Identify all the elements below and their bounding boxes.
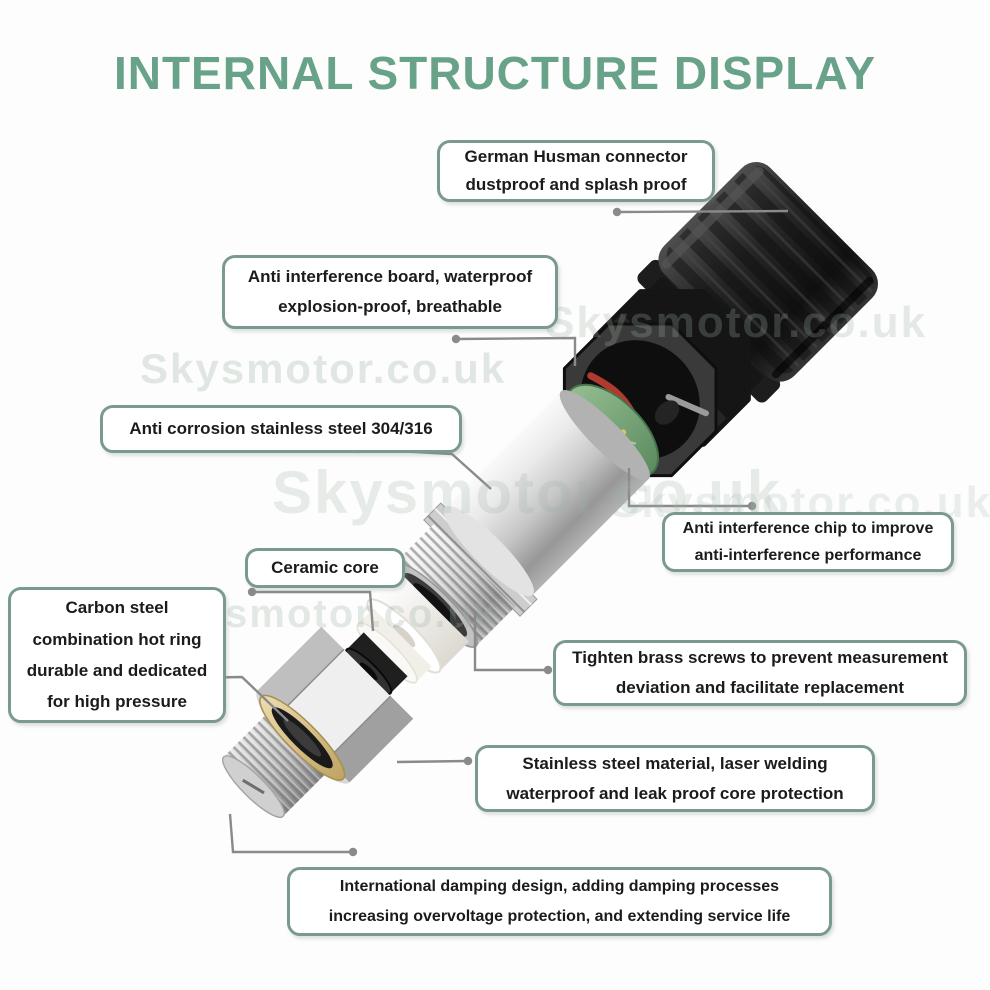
threaded-coupling-part bbox=[392, 524, 516, 648]
leader-chip bbox=[627, 468, 757, 511]
callout-line: Ceramic core bbox=[271, 557, 379, 577]
leader-brass bbox=[473, 613, 553, 675]
callout-line: Anti interference board, waterproof bbox=[247, 267, 533, 287]
callout-line: waterproof and leak proof core protectio… bbox=[506, 783, 844, 803]
ceramic-core-part bbox=[356, 570, 470, 684]
callout-stainless-laser-welding: Stainless steel material, laser welding … bbox=[475, 745, 875, 812]
callout-line: durable and dedicated bbox=[26, 661, 208, 680]
callout-line: Anti corrosion stainless steel 304/316 bbox=[129, 418, 433, 438]
callout-line: Anti interference chip to improve bbox=[682, 519, 934, 537]
page-title: INTERNAL STRUCTURE DISPLAY bbox=[113, 47, 877, 99]
leader-husman bbox=[612, 207, 789, 217]
callout-line: International damping design, adding dam… bbox=[339, 877, 780, 895]
callout-brass-screws: Tighten brass screws to prevent measurem… bbox=[553, 640, 967, 706]
callout-line: Tighten brass screws to prevent measurem… bbox=[572, 648, 948, 668]
callout-line: anti-interference performance bbox=[694, 547, 922, 564]
callout-ceramic-core: Ceramic core bbox=[245, 548, 405, 588]
callout-line: Carbon steel bbox=[65, 598, 169, 618]
sensor-assembly bbox=[221, 162, 878, 819]
callout-anti-interference-chip: Anti interference chip to improve anti-i… bbox=[662, 512, 954, 572]
brass-washer-part bbox=[259, 694, 346, 781]
threaded-stud-part bbox=[221, 708, 332, 819]
leader-board bbox=[451, 334, 577, 366]
callout-damping-design: International damping design, adding dam… bbox=[287, 867, 832, 936]
callout-carbon-steel-ring: Carbon steel combination hot ring durabl… bbox=[8, 587, 226, 723]
callout-line: dustproof and splash proof bbox=[465, 175, 687, 194]
callout-anti-interference-board: Anti interference board, waterproof expl… bbox=[222, 255, 558, 329]
callout-line: deviation and facilitate replacement bbox=[615, 678, 905, 697]
callout-line: increasing overvoltage protection, and e… bbox=[328, 907, 791, 925]
leader-stainless bbox=[396, 756, 473, 766]
leader-lines bbox=[183, 207, 789, 857]
callout-line: explosion-proof, breathable bbox=[278, 297, 502, 316]
callout-anti-corrosion-steel: Anti corrosion stainless steel 304/316 bbox=[100, 405, 462, 453]
callout-line: Stainless steel material, laser welding bbox=[522, 753, 828, 773]
callout-line: for high pressure bbox=[47, 692, 187, 712]
callout-line: German Husman connector bbox=[464, 146, 688, 166]
callout-line: combination hot ring bbox=[32, 629, 202, 649]
steel-housing-part bbox=[423, 390, 650, 617]
leader-damping bbox=[228, 813, 358, 857]
callout-german-husman-connector: German Husman connector dustproof and sp… bbox=[437, 140, 715, 202]
leader-ceramic bbox=[247, 587, 375, 632]
